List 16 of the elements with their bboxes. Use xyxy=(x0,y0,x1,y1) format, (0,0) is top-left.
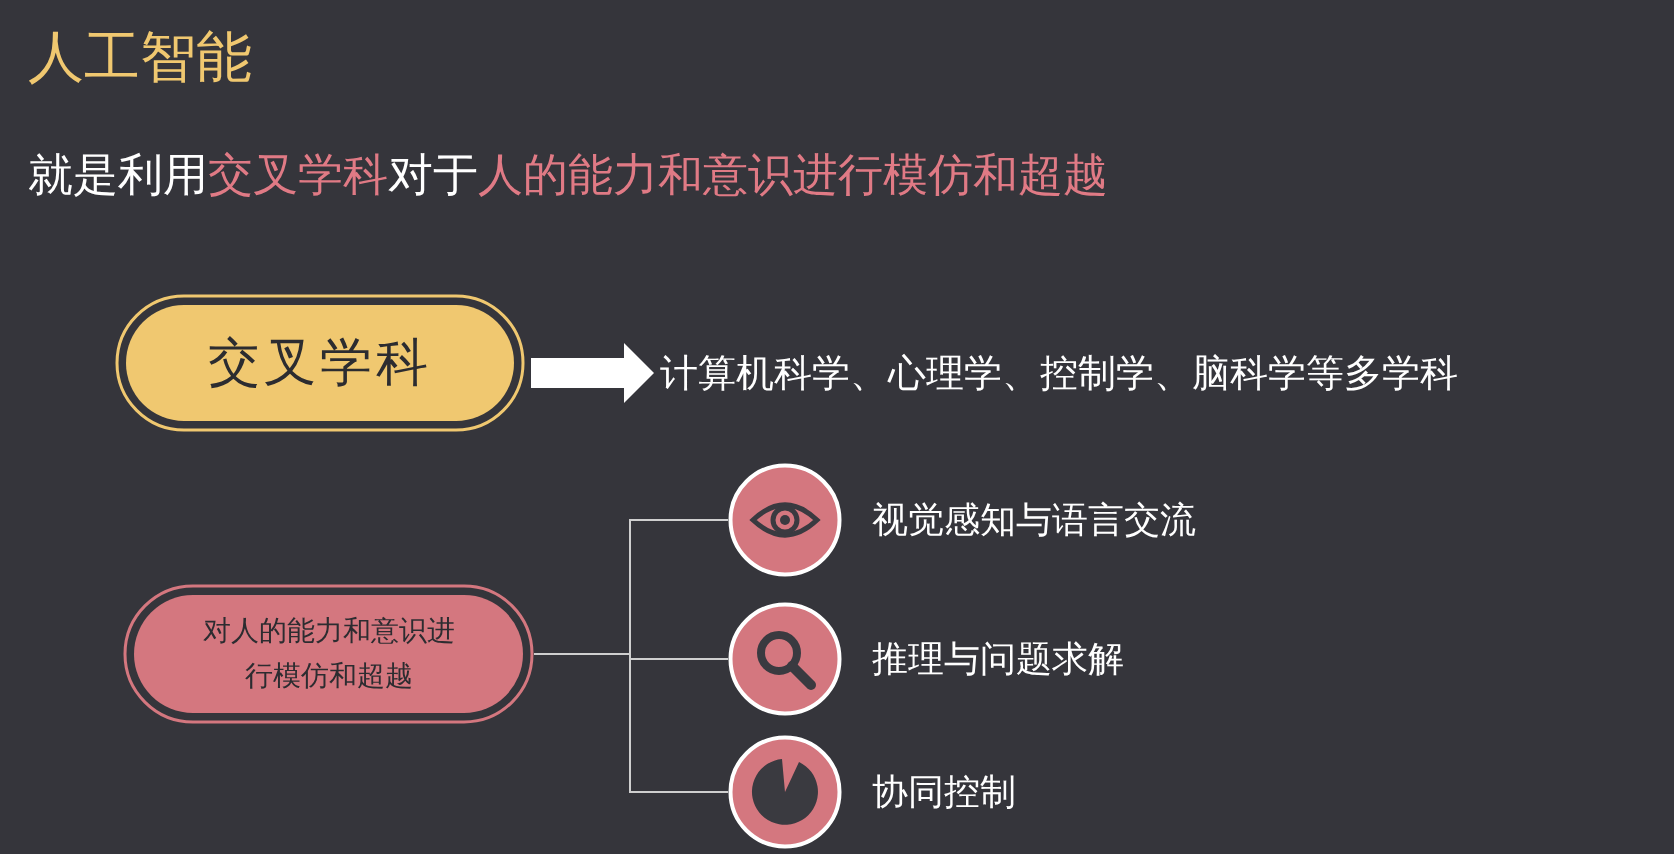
icon-circle xyxy=(728,735,842,849)
sentence-part: 对于 xyxy=(388,148,478,201)
icon-circle xyxy=(728,602,842,716)
icon-circle xyxy=(728,463,842,577)
pill-box: 对人的能力和意识进行模仿和超越 xyxy=(123,584,534,724)
slide-title: 人工智能 xyxy=(28,26,252,88)
connector-line xyxy=(533,653,729,793)
block-arrow xyxy=(531,343,654,403)
item-label: 推理与问题求解 xyxy=(872,637,1124,681)
pill-box: 交叉学科 xyxy=(115,294,525,432)
sentence-part: 就是利用 xyxy=(28,148,208,201)
description-text: 计算机科学、心理学、控制学、脑科学等多学科 xyxy=(660,348,1500,398)
item-label: 视觉感知与语言交流 xyxy=(872,498,1196,542)
highlighted-phrase: 交叉学科 xyxy=(208,148,388,201)
item-label: 协同控制 xyxy=(872,770,1016,814)
highlighted-phrase: 人的能力和意识进行模仿和超越 xyxy=(478,148,1108,201)
